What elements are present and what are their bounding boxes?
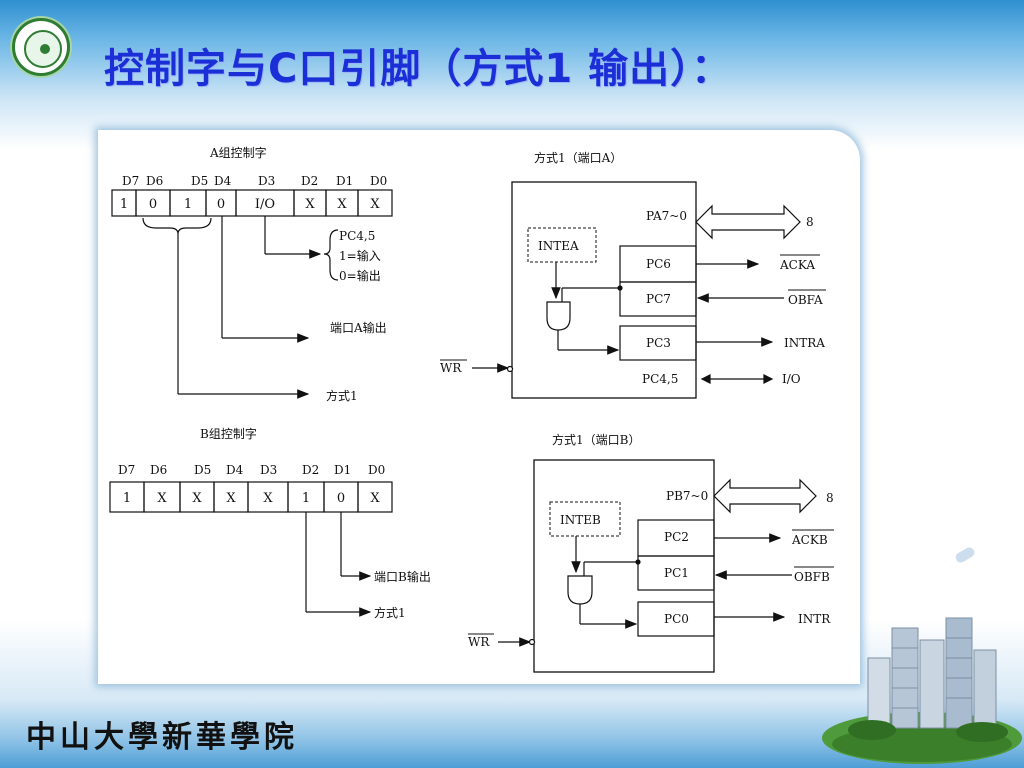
- bit-value: 1: [302, 491, 310, 506]
- bit-label: D1: [334, 463, 351, 477]
- group-b-mode1-label: 方式1: [374, 605, 406, 620]
- port-a-wiring: [472, 259, 784, 384]
- port-a-heading: 方式1（端口A）: [534, 150, 622, 165]
- bit-value: I/O: [255, 197, 275, 212]
- ack-b-label: ACKB: [791, 533, 828, 547]
- group-b-bit-labels: D7 D6 D5 D4 D3 D2 D1 D0: [118, 463, 385, 477]
- obf-a-label: OBFA: [788, 293, 823, 307]
- bit-value: 1: [123, 491, 131, 506]
- group-b-heading: B组控制字: [200, 426, 257, 441]
- group-b-bit-values: 1 X X X X 1 0 X: [123, 491, 381, 506]
- bit-label: D2: [302, 463, 319, 477]
- pc45-chip-label: PC4,5: [642, 372, 678, 386]
- bit-label: D1: [336, 174, 353, 188]
- pc1-label: PC1: [664, 566, 689, 580]
- pb-bus-arrow: [713, 478, 817, 514]
- pa-label: PA7~0: [646, 209, 687, 223]
- pc6-label: PC6: [646, 257, 671, 271]
- io-label: I/O: [782, 372, 801, 386]
- university-logo: [12, 18, 70, 76]
- bit-value: X: [226, 491, 236, 506]
- bit-label: D6: [146, 174, 163, 188]
- pa-bus-arrow: [695, 204, 801, 240]
- obf-b-label: OBFB: [794, 570, 830, 584]
- wr-a-label: WR: [440, 361, 462, 375]
- group-a-bit-labels: D7 D6 D5 D4 D3 D2 D1 D0: [122, 174, 387, 188]
- bit-label: D3: [258, 174, 275, 188]
- port-a-output-label: 端口A输出: [330, 320, 387, 335]
- bit-value: 0: [217, 197, 225, 212]
- port-b-output-label: 端口B输出: [374, 569, 431, 584]
- bit-label: D2: [301, 174, 318, 188]
- pc2-label: PC2: [664, 530, 689, 544]
- pc45-input-label: 1=输入: [339, 248, 381, 263]
- port-b-wiring: [498, 533, 792, 647]
- decorative-streak: [953, 545, 977, 565]
- group-a-heading: A组控制字: [209, 145, 267, 160]
- bit-label: D3: [260, 463, 277, 477]
- group-b-bit-cells: [109, 481, 393, 513]
- bit-value: X: [337, 197, 347, 212]
- intr-b-label: INTR: [798, 612, 831, 626]
- group-a-connectors: [142, 216, 339, 399]
- port-b-heading: 方式1（端口B）: [552, 432, 640, 447]
- bit-value: 0: [337, 491, 345, 506]
- inte-a-box: [527, 227, 597, 263]
- group-a-bit-cells: [111, 189, 393, 217]
- ack-a-label: ACKA: [779, 258, 815, 272]
- bit-value: X: [192, 491, 202, 506]
- inte-b-label: INTEB: [560, 513, 601, 527]
- bit-label: D0: [370, 174, 387, 188]
- group-b-connectors: [305, 512, 372, 617]
- group-a-mode1-label: 方式1: [326, 388, 358, 403]
- bit-label: D5: [194, 463, 211, 477]
- diagram-panel: A组控制字 D7 D6 D5 D4 D3 D2 D1 D0 1 0 1 0 I/…: [98, 130, 860, 684]
- pc3-label: PC3: [646, 336, 671, 350]
- inte-a-label: INTEA: [538, 239, 579, 253]
- slide-title: 控制字与C口引脚（方式1 输出）：: [104, 46, 733, 92]
- bit-value: X: [305, 197, 315, 212]
- bit-label: D6: [150, 463, 167, 477]
- bit-label: D7: [122, 174, 139, 188]
- bit-value: 0: [149, 197, 157, 212]
- pc0-label: PC0: [664, 612, 689, 626]
- bit-label: D4: [214, 174, 232, 188]
- pb-label: PB7~0: [666, 489, 708, 503]
- inte-b-box: [549, 501, 621, 537]
- bit-label: D7: [118, 463, 135, 477]
- bit-value: 1: [120, 197, 128, 212]
- bit-label: D5: [191, 174, 208, 188]
- wr-b-label: WR: [468, 635, 490, 649]
- pc45-output-label: 0=输出: [339, 268, 381, 283]
- pc7-label: PC7: [646, 292, 671, 306]
- bit-value: X: [157, 491, 167, 506]
- bit-value: X: [370, 197, 380, 212]
- campus-building-illustration: [822, 617, 1022, 764]
- bit-value: 1: [184, 197, 192, 212]
- group-a-bit-values: 1 0 1 0 I/O X X X: [120, 197, 381, 212]
- pa-width: 8: [806, 215, 814, 229]
- bit-label: D4: [226, 463, 244, 477]
- pc45-label: PC4,5: [339, 229, 375, 243]
- footer-college-name: 中山大學新華學院: [26, 720, 298, 755]
- bit-value: X: [263, 491, 273, 506]
- pb-width: 8: [826, 491, 834, 505]
- bit-value: X: [370, 491, 380, 506]
- bit-label: D0: [368, 463, 385, 477]
- intr-a-label: INTRA: [784, 336, 825, 350]
